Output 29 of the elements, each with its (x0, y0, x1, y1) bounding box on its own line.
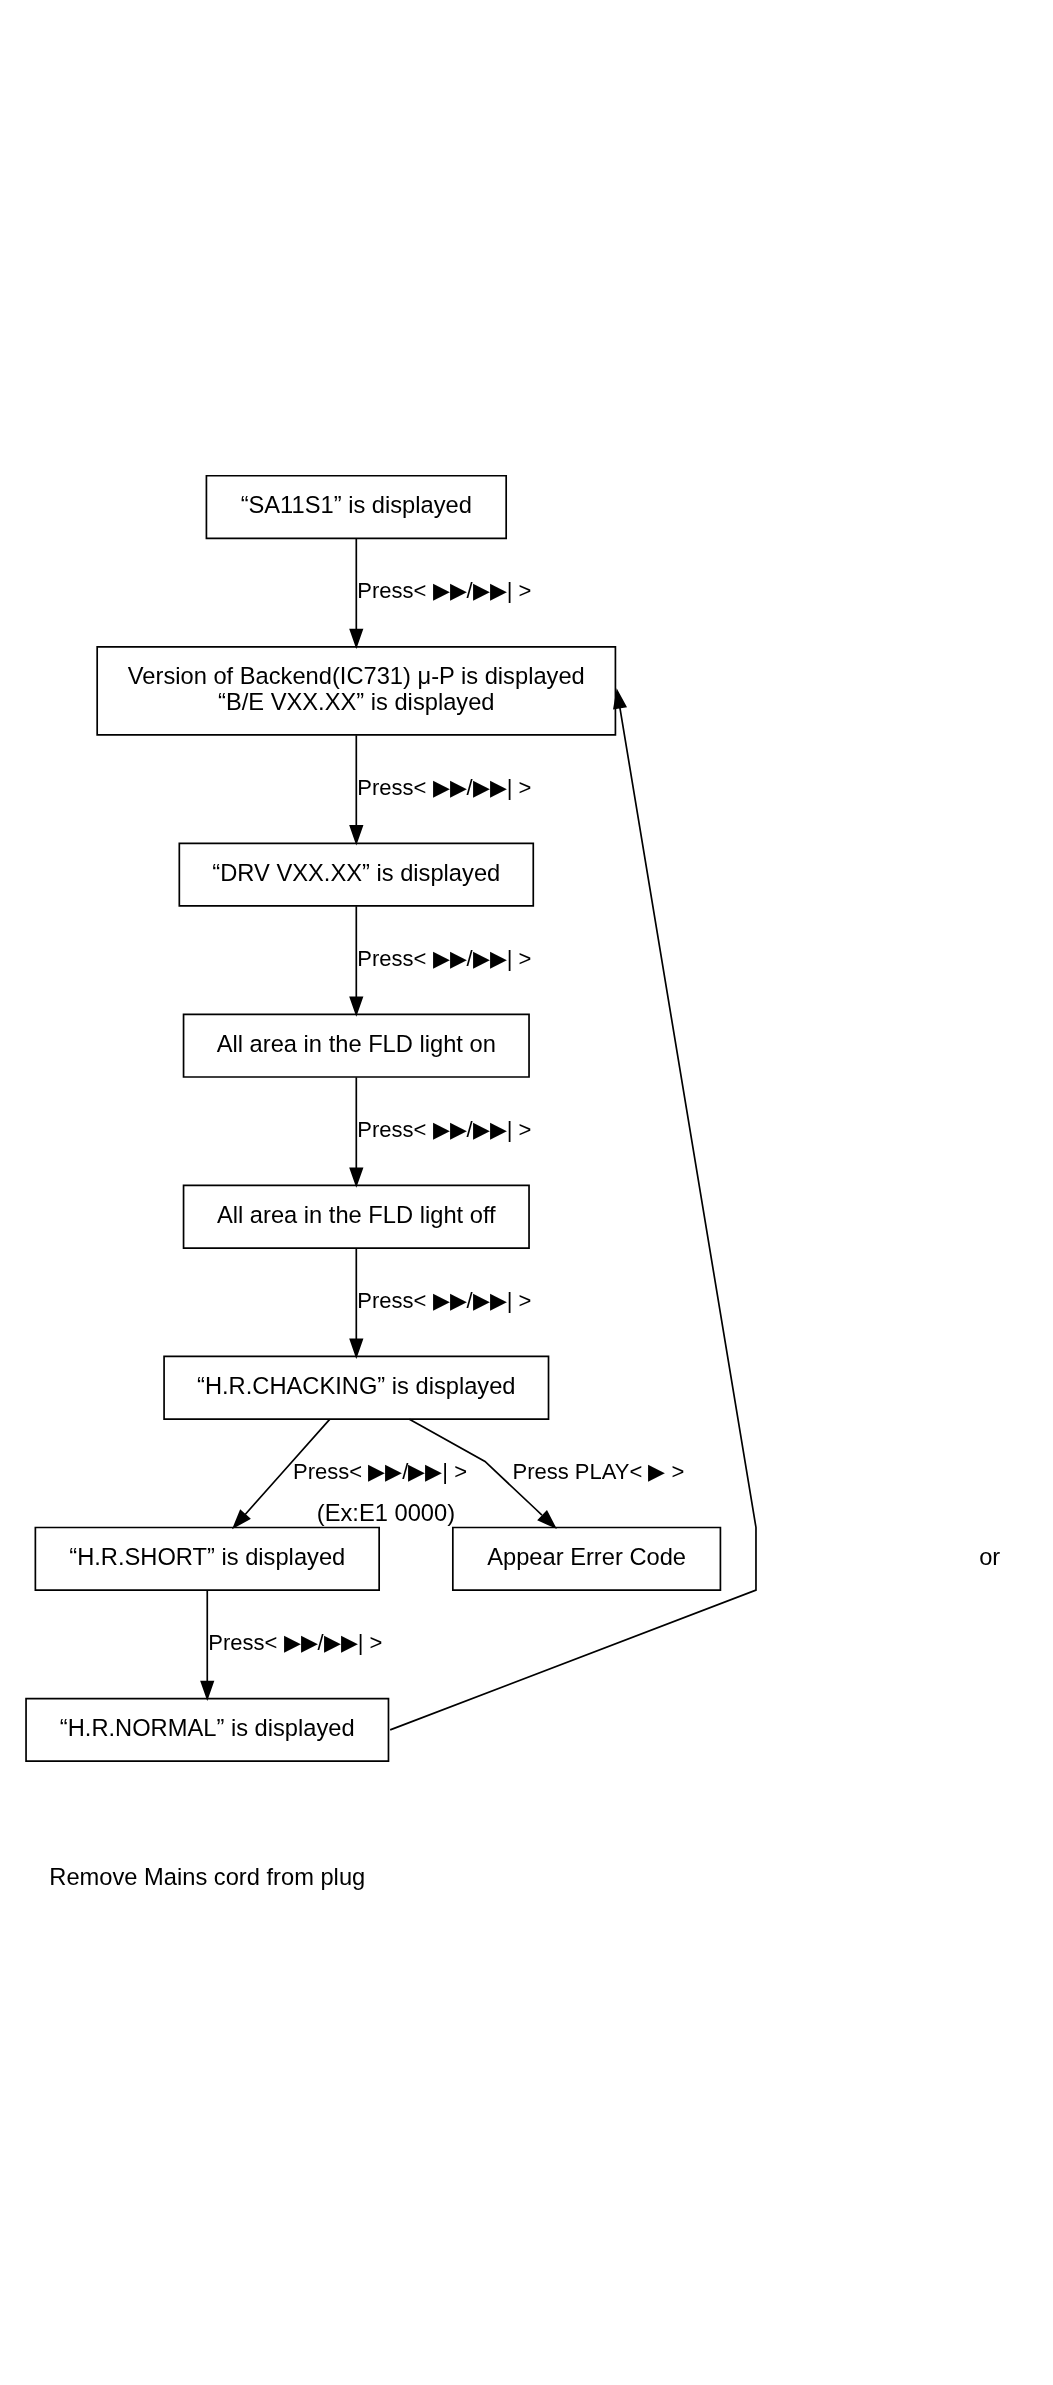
label: or (979, 1543, 1001, 1570)
edge-label: Press< ▶▶/▶▶| > (293, 1458, 467, 1484)
node-box: All area in the FLD light off (182, 1184, 530, 1249)
node-box: “DRV VXX.XX” is displayed (178, 841, 535, 907)
arrow (349, 537, 364, 649)
node-box: “SA11S1” is displayed (205, 474, 508, 539)
node-box: All area in the FLD light on (182, 1013, 530, 1078)
edge-label: Press< ▶▶/▶▶| > (357, 1116, 532, 1142)
edge-label: Press< ▶▶/▶▶| > (208, 1629, 383, 1655)
node-box: “H.R.NORMAL” is displayed (25, 1697, 390, 1762)
node-label: (Ex:E1 0000) (316, 1499, 456, 1526)
edge-label: Press< ▶▶/▶▶| > (357, 945, 532, 971)
edge-label: Press< ▶▶/▶▶| > (357, 1287, 532, 1313)
arrow (408, 1417, 557, 1529)
arrow (349, 1076, 364, 1188)
arrow (349, 1247, 364, 1359)
arrow (349, 904, 364, 1017)
node-box: Version of Backend(IC731) μ-P is displayed “B/E VXX.XX” is displayed (96, 645, 617, 736)
node-box: “H.R.CHACKING” is displayed (163, 1355, 550, 1420)
arrow (200, 1589, 215, 1701)
label: Remove Mains cord from plug (49, 1863, 366, 1890)
arrow (232, 1418, 331, 1529)
edge-label: Press< ▶▶/▶▶| > (357, 577, 532, 603)
edge-label: Press PLAY< ▶ > (512, 1458, 685, 1484)
node-box: Appear Errer Code (452, 1526, 722, 1591)
node-box: “H.R.SHORT” is displayed (34, 1526, 380, 1591)
edge-label: Press< ▶▶/▶▶| > (357, 774, 532, 800)
arrow (389, 687, 757, 1731)
arrow (349, 733, 364, 845)
